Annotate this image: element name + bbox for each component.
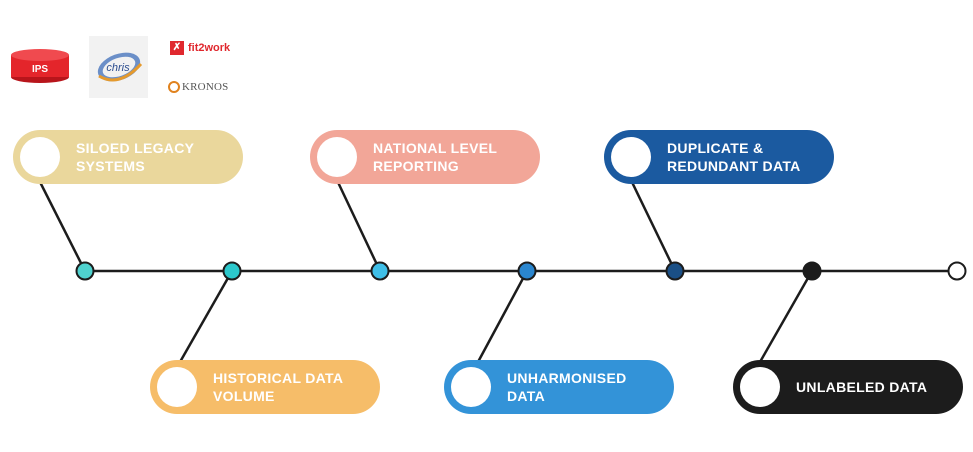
- kronos-logo-text: KRONOS: [182, 81, 229, 93]
- connector-legacy: [36, 177, 87, 272]
- ips-logo: IPS: [9, 47, 71, 83]
- pill-national-level-reporting: NATIONAL LEVEL REPORTING: [310, 130, 540, 184]
- pill-unlabeled-data: UNLABELED DATA: [733, 360, 963, 414]
- pill-label: UNLABELED DATA: [796, 379, 928, 395]
- connector-national: [334, 177, 382, 272]
- timeline-node-5: [665, 261, 685, 281]
- timeline-node-1: [75, 261, 95, 281]
- pill-circle: [157, 367, 197, 407]
- connector-unharmonised: [476, 270, 529, 363]
- pill-label: HISTORICAL DATA VOLUME: [213, 370, 344, 404]
- pill-label: DUPLICATE & REDUNDANT DATA: [667, 140, 801, 174]
- chris-logo: chris: [89, 36, 148, 98]
- pill-siloed-legacy-systems: SILOED LEGACY SYSTEMS: [13, 130, 243, 184]
- pill-circle: [20, 137, 60, 177]
- kronos-icon: [168, 81, 180, 93]
- pill-circle: [740, 367, 780, 407]
- pill-label: NATIONAL LEVEL REPORTING: [373, 140, 498, 174]
- timeline-node-4: [517, 261, 537, 281]
- pill-circle: [317, 137, 357, 177]
- fit2work-icon: ✗: [170, 41, 184, 55]
- pill-historical-data-volume: HISTORICAL DATA VOLUME: [150, 360, 380, 414]
- pill-label: UNHARMONISED DATA: [507, 370, 627, 404]
- pill-label: SILOED LEGACY SYSTEMS: [76, 140, 195, 174]
- connector-historical: [178, 270, 234, 363]
- timeline-node-2: [222, 261, 242, 281]
- connector-duplicate: [628, 177, 677, 272]
- ips-logo-text: IPS: [32, 64, 48, 75]
- fit2work-logo-text: fit2work: [188, 42, 231, 54]
- timeline-node-6: [802, 261, 822, 281]
- pill-duplicate-redundant-data: DUPLICATE & REDUNDANT DATA: [604, 130, 834, 184]
- connector-unlabeled: [758, 270, 814, 363]
- kronos-logo: KRONOS: [168, 77, 248, 97]
- timeline-node-7: [947, 261, 967, 281]
- chris-logo-text: chris: [106, 62, 130, 74]
- fit2work-logo: ✗ fit2work: [170, 38, 250, 58]
- pill-circle: [451, 367, 491, 407]
- pill-unharmonised-data: UNHARMONISED DATA: [444, 360, 674, 414]
- timeline-node-3: [370, 261, 390, 281]
- pill-circle: [611, 137, 651, 177]
